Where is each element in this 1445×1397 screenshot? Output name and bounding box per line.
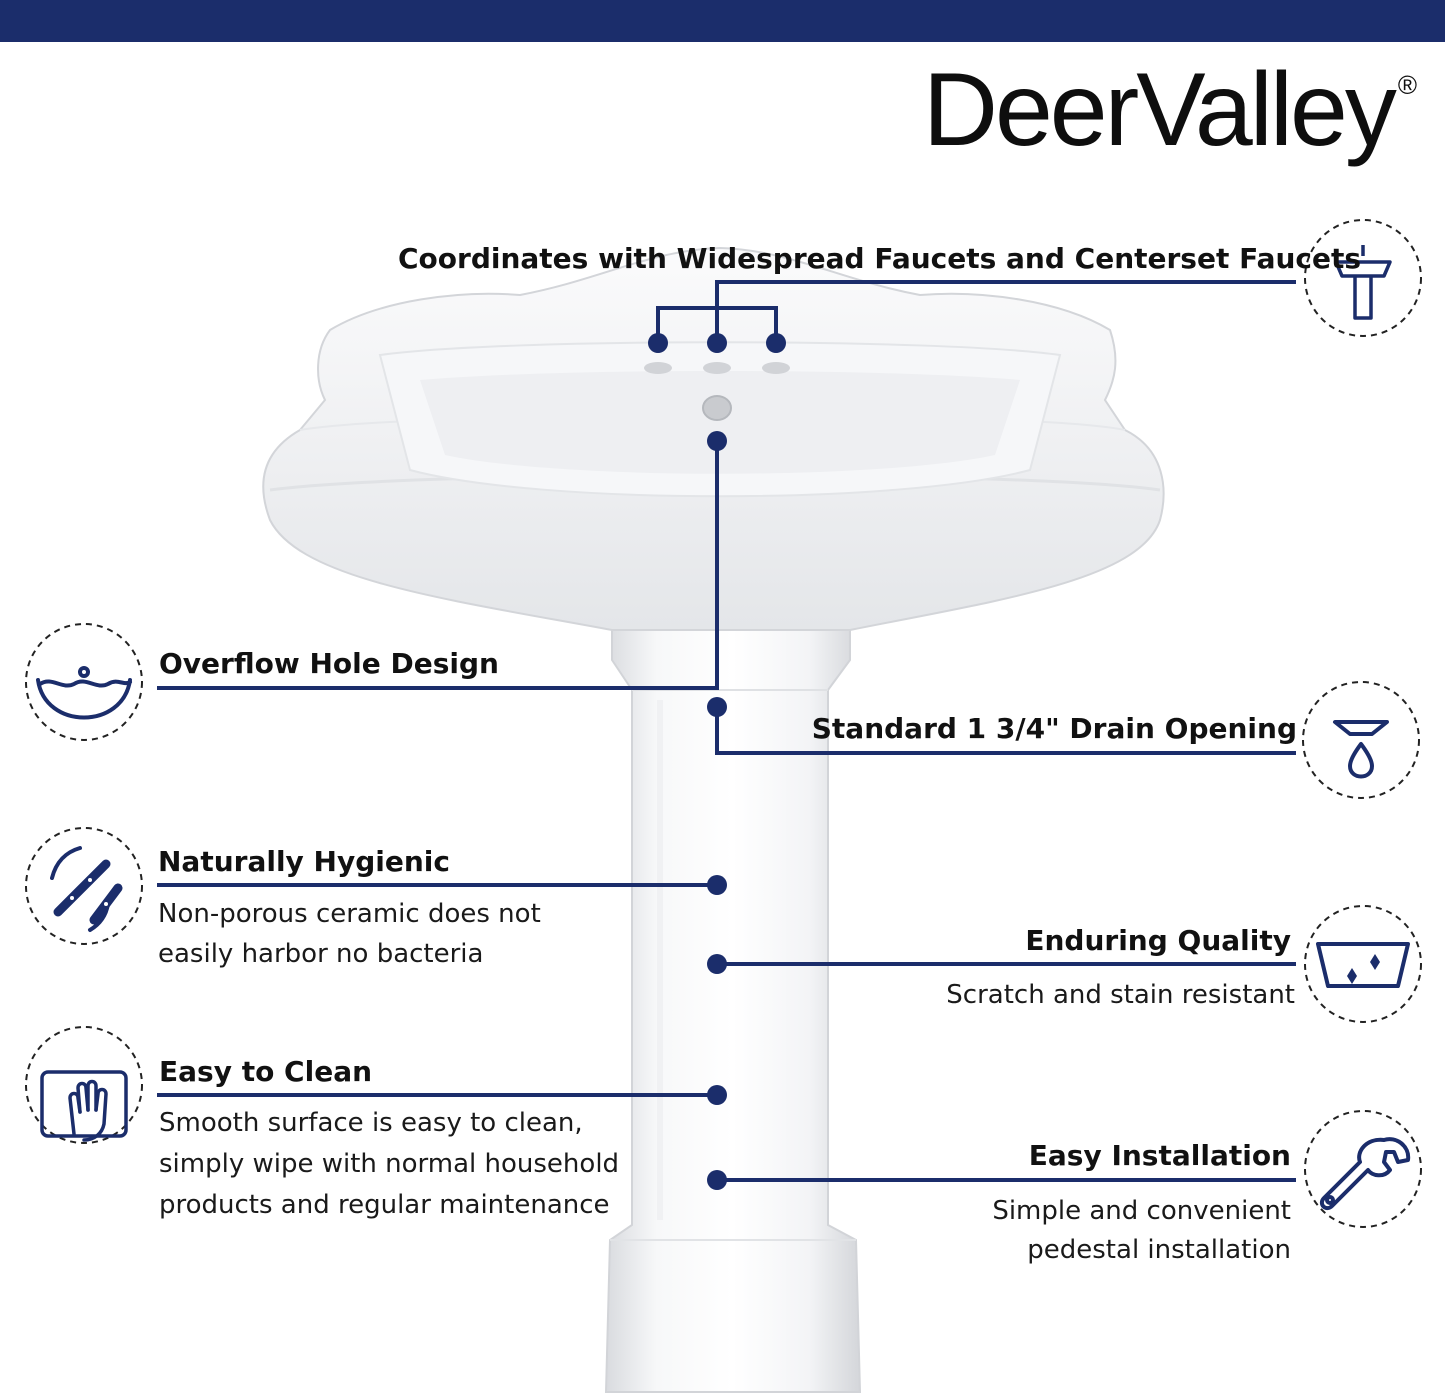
feature-faucets-title: Coordinates with Widespread Faucets and … — [398, 242, 1362, 275]
feature-hygienic-desc-line2: easily harbor no bacteria — [158, 939, 484, 969]
feature-install-desc-line2: pedestal installation — [1027, 1235, 1291, 1265]
feature-install-title: Easy Installation — [1028, 1139, 1291, 1172]
top-banner — [0, 0, 1445, 42]
wrench-icon — [1304, 1110, 1422, 1228]
feature-drain-title: Standard 1 3/4" Drain Opening — [811, 712, 1297, 745]
feature-clean-desc-line1: Smooth surface is easy to clean, — [159, 1108, 583, 1138]
feature-quality-title: Enduring Quality — [1025, 924, 1291, 957]
pedestal — [604, 629, 862, 1393]
callout-dots — [648, 333, 786, 1190]
feature-quality-desc-line1: Scratch and stain resistant — [946, 980, 1295, 1010]
bacteria-icon — [25, 827, 143, 945]
feature-clean-desc-line3: products and regular maintenance — [159, 1190, 610, 1220]
brand-logo: DeerValley® — [922, 52, 1417, 168]
feature-install-desc-line1: Simple and convenient — [992, 1196, 1291, 1226]
sparkle-bowl-icon — [1304, 905, 1422, 1023]
callout-lines — [157, 280, 1296, 1182]
drain-drop-icon — [1302, 681, 1420, 799]
feature-overflow-title: Overflow Hole Design — [159, 647, 499, 680]
feature-hygienic-title: Naturally Hygienic — [158, 845, 450, 878]
basin-water-icon — [25, 623, 143, 741]
hand-wipe-icon — [25, 1026, 143, 1144]
feature-clean-title: Easy to Clean — [159, 1055, 373, 1088]
pedestal-sink-icon — [1304, 219, 1422, 337]
feature-hygienic-desc-line1: Non-porous ceramic does not — [158, 899, 541, 929]
feature-clean-desc-line2: simply wipe with normal household — [159, 1149, 620, 1179]
